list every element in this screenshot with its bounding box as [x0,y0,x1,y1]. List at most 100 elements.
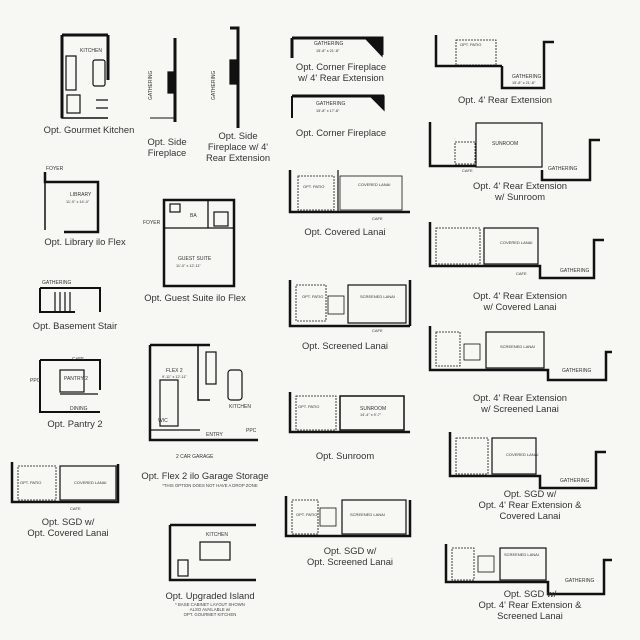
entry-label: ENTRY [206,432,224,438]
library-dim: 11'-0" x 14'-4" [66,200,90,204]
caption-sgd-rear-covered-lanai: Opt. SGD w/ Opt. 4' Rear Extension & Cov… [478,488,582,521]
sunroom-plan [288,392,410,434]
cafe-label-5: CAFE [70,506,81,511]
sgd-rear-screened-lanai: SCREENED LANAI [504,552,539,557]
foyer-label-library: FOYER [46,166,64,172]
dining-label: DINING [70,406,88,412]
pantry-cafe-label: CAFE [72,356,84,361]
caption-screened-lanai: Opt. Screened Lanai [302,340,388,351]
caption-sgd-screened-lanai: Opt. SGD w/ Opt. Screened Lanai [307,545,393,567]
caption-sunroom: Opt. Sunroom [315,450,375,461]
sunroom-label-1: SUNROOM [492,141,518,147]
guest-suite-label: GUEST SUITE [178,256,212,262]
sgd-rear-ext-covered-lanai-plan [448,432,606,490]
caption-rear-extension-sunroom: Opt. 4' Rear Extension w/ Sunroom [472,180,568,202]
flex2-dim: 9'-11" x 12'-11" [162,375,188,379]
gathering-label-side-4ft: GATHERING [211,71,217,100]
covered-lanai-label: COVERED LANAI [358,182,390,187]
caption-pantry2: Opt. Pantry 2 [47,418,103,429]
caption-rear-extension-screened-lanai: Opt. 4' Rear Extension w/ Screened Lanai [472,392,568,414]
wic-label: WIC [158,418,168,424]
rear-extension-screened-lanai-plan [428,326,612,382]
caption-gourmet-kitchen: Opt. Gourmet Kitchen [43,124,135,135]
cafe-label-2: CAFE [372,216,383,221]
kitchen-label: KITCHEN [80,48,102,54]
rear-extension-plan [434,35,554,90]
note-flex2: *THIS OPTION DOES NOT HAVE A DROP ZONE [162,483,258,488]
side-fireplace-plan [150,38,177,122]
basement-gathering-label: GATHERING [42,280,71,286]
side-fireplace-4ft-plan [229,26,240,128]
ba-label: BA [190,213,197,219]
gathering-label-side: GATHERING [148,71,154,100]
sgd-rear-screened-gathering: GATHERING [565,578,594,584]
foyer-label-guest: FOYER [143,220,161,226]
library-plan [43,172,100,234]
sgd-covered-lanai-plan [10,462,120,504]
rear-ext-gathering-dim: 15'-8" x 21'-8" [512,81,536,85]
caption-side-fireplace-4ft: Opt. Side Fireplace w/ 4' Rear Extension [205,130,271,163]
cafe-label-1: CAFE [462,168,473,173]
rear-ext-screened-gathering: GATHERING [562,368,591,374]
screened-patio-label: OPT. PATIO [302,294,323,299]
caption-corner-fireplace-4ft: Opt. Corner Fireplace w/ 4' Rear Extensi… [295,61,387,83]
sgd-screened-lanai-plan [284,496,412,538]
corner-fireplace-plan [291,94,385,118]
sgd-rear-covered-lanai: COVERED LANAI [506,452,538,457]
rear-extension-covered-lanai-plan [428,222,604,280]
caption-rear-extension: Opt. 4' Rear Extension [457,94,553,105]
screened-lanai-plan [288,280,412,328]
gourmet-kitchen-plan [60,33,110,119]
sgd-screened-lanai: SCREENED LANAI [350,512,385,517]
rear-ext-patio-label: OPT. PATIO [460,42,481,47]
flex2-label: FLEX 2 [166,368,183,374]
covered-lanai-patio-label: OPT. PATIO [303,184,324,189]
caption-library: Opt. Library ilo Flex [44,236,126,247]
flex-kitchen-label: KITCHEN [229,404,251,410]
flex2-garage-plan [148,343,258,442]
gathering-label-corner: GATHERING [316,101,345,107]
caption-sgd-covered-lanai: Opt. SGD w/ Opt. Covered Lanai [27,516,109,538]
gathering-dim-corner: 15'-8" x 17'-8" [316,109,340,113]
ppc-label: PPC [30,378,41,384]
guest-suite-dim: 11'-0" x 12'-11" [176,264,202,268]
sunroom-patio-label: OPT. PATIO [298,404,319,409]
sunroom-dim: 14'-4" x 9'-7" [360,413,382,417]
cafe-label-3: CAFE [516,271,527,276]
corner-fireplace-4ft-plan [290,36,384,58]
pantry2-label: PANTRY 2 [64,376,88,382]
caption-guest-suite: Opt. Guest Suite ilo Flex [144,292,246,303]
note-upgraded-island: * BASE CABINET LAYOUT SHOWN ALSO AVAILAB… [175,602,245,617]
guest-suite-plan [162,198,236,288]
caption-sgd-rear-screened-lanai: Opt. SGD w/ Opt. 4' Rear Extension & Scr… [478,588,582,621]
cafe-label-4: CAFE [372,328,383,333]
sgd-covered-patio: OPT. PATIO [20,480,41,485]
garage-label: 2 CAR GARAGE [176,454,214,460]
rear-ext-screened-label: SCREENED LANAI [500,344,535,349]
rear-ext-covered-gathering: GATHERING [560,268,589,274]
upgraded-island-plan [168,523,256,582]
island-kitchen-label: KITCHEN [206,532,228,538]
sgd-rear-covered-gathering: GATHERING [560,478,589,484]
flex-ppc-label: PPC [246,428,257,434]
sunroom-gathering-label: GATHERING [548,166,577,172]
caption-basement-stair: Opt. Basement Stair [32,320,118,331]
screened-lanai-label: SCREENED LANAI [360,294,395,299]
caption-rear-extension-covered-lanai: Opt. 4' Rear Extension w/ Covered Lanai [472,290,568,312]
gathering-dim-corner-4ft: 15'-8" x 21'-8" [316,49,340,53]
caption-flex2-garage: Opt. Flex 2 ilo Garage Storage [141,470,269,481]
sgd-rear-ext-screened-lanai-plan [444,544,612,596]
rear-ext-gathering-label: GATHERING [512,74,541,80]
rear-extension-sunroom-plan [428,122,600,182]
rear-ext-covered-lanai-label: COVERED LANAI [500,240,532,245]
library-label: LIBRARY [70,192,92,198]
caption-side-fireplace: Opt. Side Fireplace [147,136,187,158]
caption-covered-lanai: Opt. Covered Lanai [304,226,386,237]
caption-upgraded-island: Opt. Upgraded Island [165,590,255,601]
covered-lanai-plan [288,170,410,214]
sgd-screened-patio: OPT. PATIO [296,512,317,517]
basement-stair-plan [39,287,101,313]
pantry2-plan [39,359,101,413]
sgd-covered-lanai: COVERED LANAI [74,480,106,485]
